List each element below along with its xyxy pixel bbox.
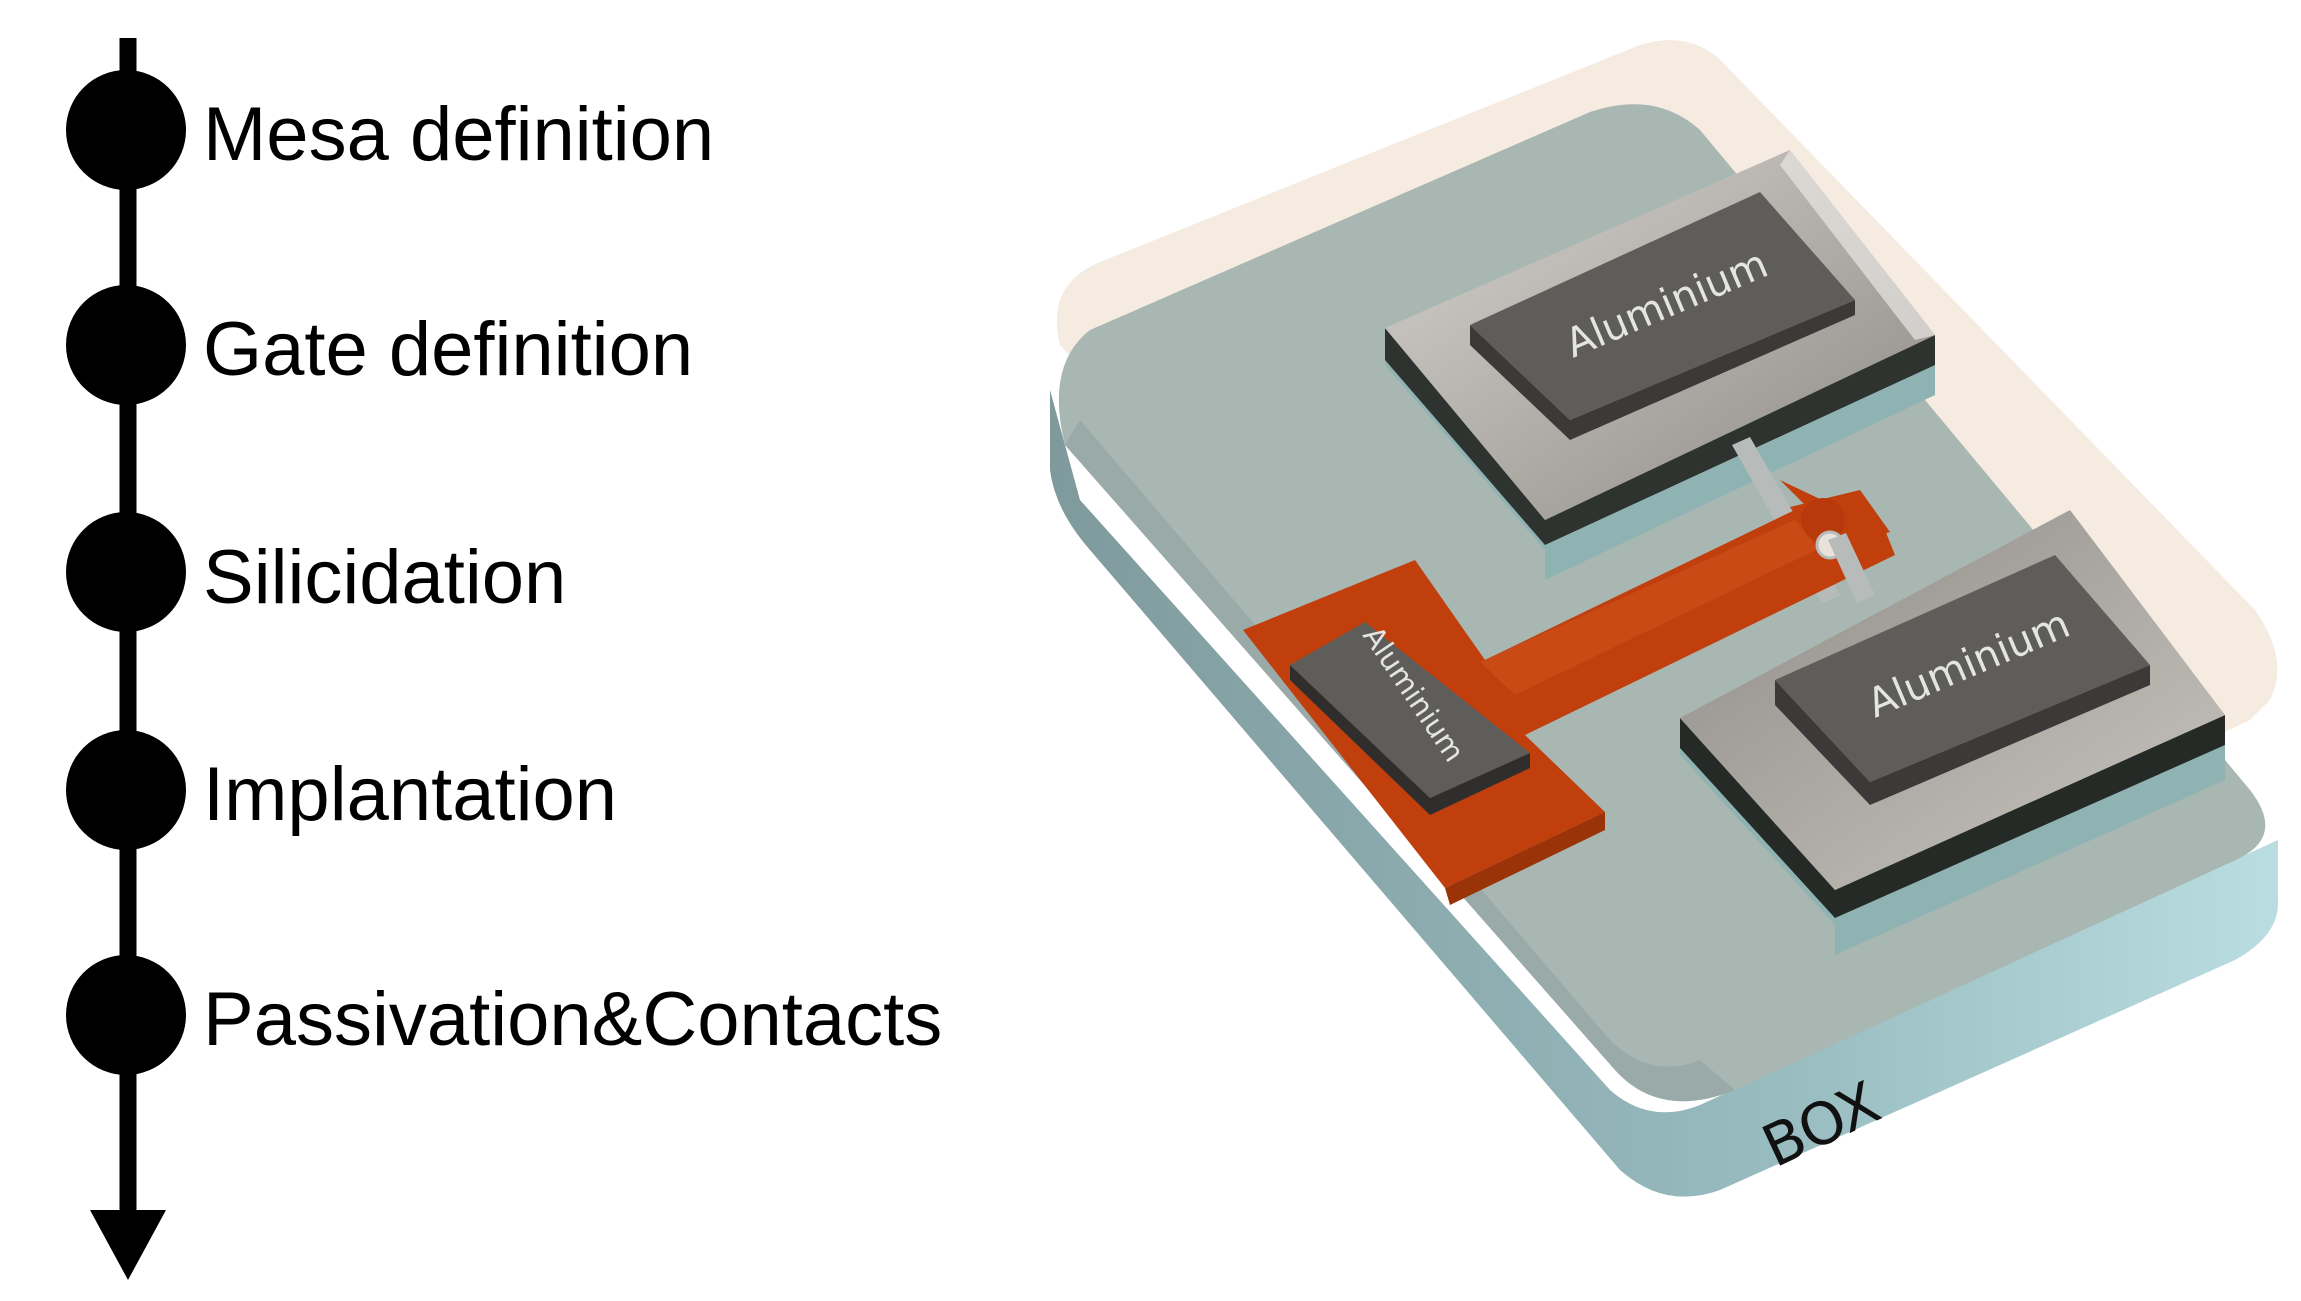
pad-base-highlight — [1780, 150, 1935, 340]
device-illustration: Aluminium Aluminium — [1050, 40, 2279, 1197]
upper-contact-pad: Aluminium — [1385, 150, 1935, 580]
step-marker — [66, 730, 186, 850]
gate-aluminium-block — [1290, 622, 1530, 798]
timeline-step-passivation: Passivation&Contacts — [66, 955, 942, 1075]
step-marker — [66, 512, 186, 632]
via-lower — [1828, 533, 1875, 603]
gate-electrode: Aluminium — [1243, 480, 1895, 905]
timeline-step-gate: Gate definition — [66, 285, 693, 405]
step-marker — [66, 70, 186, 190]
process-timeline: Mesa definition Gate definition Silicida… — [66, 38, 942, 1280]
box-side — [1050, 390, 2279, 1197]
step-label: Implantation — [203, 752, 617, 837]
step-marker — [66, 285, 186, 405]
aluminium-block — [1775, 555, 2150, 782]
lower-contact-pad: Aluminium — [1680, 510, 2225, 955]
timeline-step-implantation: Implantation — [66, 730, 617, 850]
step-label: Mesa definition — [203, 92, 714, 177]
gate-aluminium-side — [1290, 665, 1530, 815]
gate-finger — [1480, 520, 1820, 695]
timeline-arrowhead — [90, 1210, 166, 1280]
step-label: Gate definition — [203, 307, 693, 392]
box-top-shade — [1065, 420, 1735, 1102]
step-marker — [66, 955, 186, 1075]
gate-via-bump — [1801, 498, 1845, 542]
timeline-step-silicidation: Silicidation — [66, 512, 566, 632]
gate-pad-edge — [1445, 812, 1605, 905]
step-label: Silicidation — [203, 535, 566, 620]
aluminium-block — [1470, 192, 1855, 420]
step-label: Passivation&Contacts — [203, 977, 942, 1062]
timeline-step-mesa: Mesa definition — [66, 70, 714, 190]
